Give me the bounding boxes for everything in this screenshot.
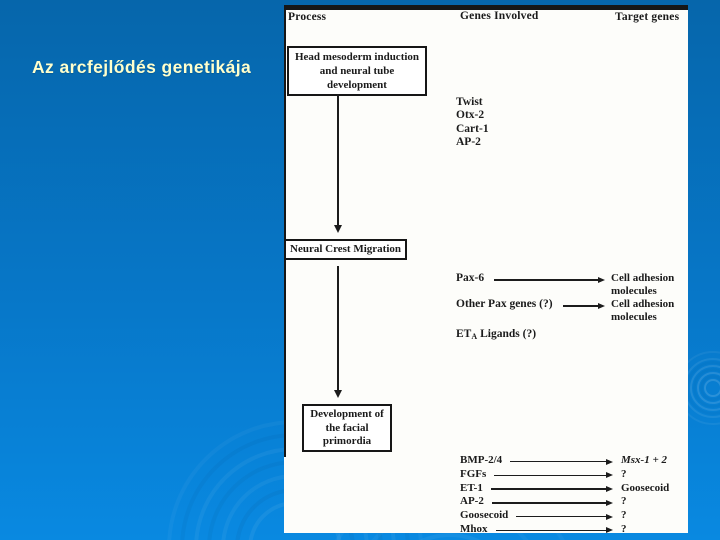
arrow-right-icon xyxy=(491,499,613,506)
target-gene-label: Goosecoid xyxy=(621,481,670,494)
process-box-facial-primordia: Development of the facial primordia xyxy=(302,404,392,452)
process-box-neural-crest-migration: Neural Crest Migration xyxy=(284,239,407,260)
column-header-target-genes: Target genes xyxy=(615,11,680,23)
process-box-line: development xyxy=(327,79,387,91)
gene-list-stage1: Twist Otx-2 Cart-1 AP-2 xyxy=(456,96,489,150)
gene-label: AP-2 xyxy=(460,495,484,508)
arrow-right-icon xyxy=(495,527,613,534)
arrow-right-icon xyxy=(562,303,605,309)
gene-label: Goosecoid xyxy=(460,509,509,522)
gene-label: Pax-6 xyxy=(456,272,485,284)
gene-label: FGFs xyxy=(460,467,487,480)
process-box-line: the facial xyxy=(325,421,369,434)
gene-target-table-stage3: BMP-2/4 Msx-1 + 2 FGFs ? ET-1 Goosecoid … xyxy=(460,454,687,537)
process-box-line: Development of xyxy=(310,408,384,420)
gene-target-row: Mhox ? xyxy=(460,523,687,537)
arrow-right-icon xyxy=(494,472,613,479)
gene-target-row: Pax-6 Cell adhesion molecules xyxy=(456,272,687,297)
gene-target-row: FGFs ? xyxy=(460,468,687,482)
target-gene-label: ? xyxy=(621,495,627,508)
process-box-line: Head mesoderm induction xyxy=(294,51,420,63)
target-gene-label: ? xyxy=(621,467,627,480)
process-box-line: Neural Crest Migration xyxy=(290,243,401,255)
gene-label: Cart-1 xyxy=(456,122,489,135)
target-gene-label: Cell adhesion molecules xyxy=(611,272,675,297)
target-gene-label: Cell adhesion molecules xyxy=(611,298,675,323)
slide-title: Az arcfejlődés genetikája xyxy=(32,57,252,77)
figure-scan-panel: Process Genes Involved Target genes Head… xyxy=(284,5,688,535)
process-box-line: primordia xyxy=(322,435,372,447)
gene-label: ET-1 xyxy=(460,481,483,494)
arrow-right-icon xyxy=(494,277,605,283)
gene-label: AP-2 xyxy=(456,136,481,149)
target-gene-label: ? xyxy=(621,522,627,535)
scan-top-edge xyxy=(284,5,688,10)
gene-label: Mhox xyxy=(460,522,488,535)
gene-label: Other Pax genes (?) xyxy=(456,298,553,310)
arrow-down-icon xyxy=(332,94,344,233)
gene-target-row: ET-1 Goosecoid xyxy=(460,482,687,496)
arrow-down-icon xyxy=(332,266,344,398)
gene-label: Twist xyxy=(456,96,483,108)
arrow-right-icon xyxy=(516,513,613,520)
gene-label: BMP-2/4 xyxy=(460,454,503,466)
arrow-right-icon xyxy=(490,486,613,493)
process-box-line: and neural tube xyxy=(319,65,395,77)
gene-target-row: Goosecoid ? xyxy=(460,509,687,523)
gene-target-row: Other Pax genes (?) Cell adhesion molecu… xyxy=(456,298,687,323)
gene-label: Otx-2 xyxy=(456,109,485,122)
target-gene-label: Msx-1 + 2 xyxy=(621,454,667,466)
process-box-head-mesoderm: Head mesoderm induction and neural tube … xyxy=(287,46,427,96)
gene-target-row: BMP-2/4 Msx-1 + 2 xyxy=(460,454,687,468)
arrow-right-icon xyxy=(510,458,613,465)
column-header-process: Process xyxy=(288,11,327,23)
target-gene-label: ? xyxy=(621,509,627,522)
scan-left-edge xyxy=(284,5,286,457)
gene-target-row: AP-2 ? xyxy=(460,495,687,509)
column-header-genes-involved: Genes Involved xyxy=(460,10,539,22)
